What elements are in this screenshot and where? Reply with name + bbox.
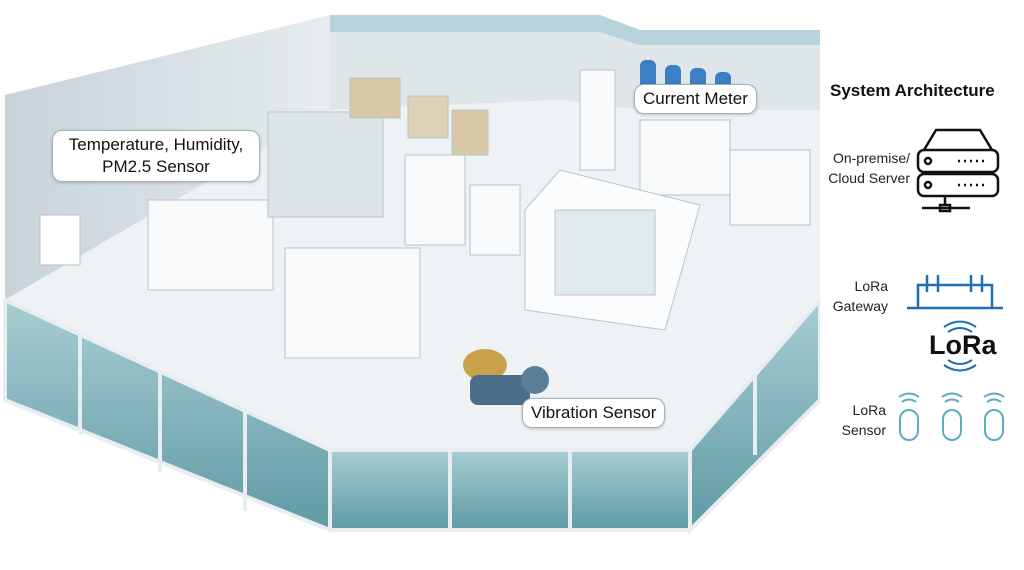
server-label: On-premise/ Cloud Server: [822, 148, 910, 188]
architecture-title: System Architecture: [830, 81, 995, 100]
machines: [39, 69, 811, 359]
lora-sensor-icons: [898, 392, 1005, 441]
server-label-line2: Cloud Server: [828, 170, 910, 186]
server-icon: [916, 128, 1000, 213]
current-meter-label: Current Meter: [634, 84, 757, 114]
lora-gateway-icon: [907, 275, 1003, 310]
gateway-label-line2: Gateway: [832, 298, 888, 314]
vibration-sensor-label: Vibration Sensor: [522, 398, 666, 428]
lora-logo: LoRa: [929, 330, 997, 360]
lora-signal-icon: [943, 320, 977, 372]
glass-wall-front: [328, 448, 692, 532]
sensor-label-line1: LoRa: [852, 402, 886, 418]
gateway-label-line1: LoRa: [854, 278, 888, 294]
gateway-label: LoRa Gateway: [822, 276, 888, 316]
sensor-label-line2: Sensor: [841, 422, 886, 438]
env-sensor-label-line1: Temperature, Humidity,: [68, 135, 244, 154]
sensor-label: LoRa Sensor: [822, 400, 886, 440]
env-sensor-label: Temperature, Humidity, PM2.5 Sensor: [52, 130, 260, 182]
ceiling-duct: [330, 15, 820, 45]
vibration-motor: [463, 349, 549, 405]
env-sensor-label-line2: PM2.5 Sensor: [102, 157, 210, 176]
server-label-line1: On-premise/: [832, 150, 910, 166]
